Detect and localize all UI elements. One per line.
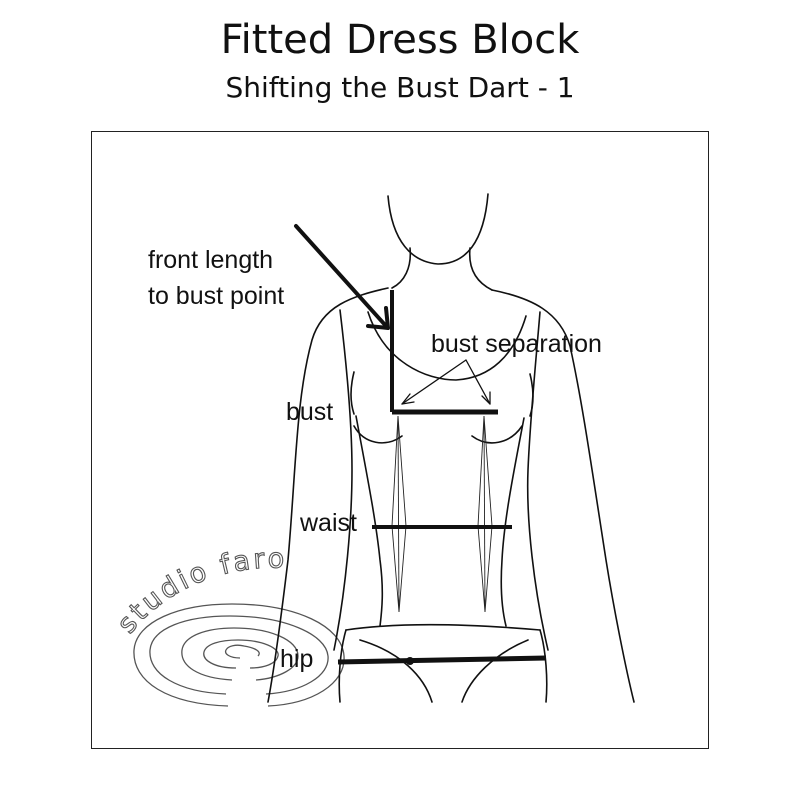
diagram-frame (91, 131, 709, 749)
left-torso-side (355, 415, 384, 627)
right-torso-side (500, 417, 525, 627)
pointer-arrows (294, 224, 491, 405)
bust-sep-arrow-right-head (481, 391, 491, 405)
left-leg-opening (359, 639, 433, 703)
hip-line (337, 655, 547, 665)
head-outline (387, 193, 489, 265)
left-dart-inner (397, 415, 400, 613)
bust-sep-arrow-left (401, 359, 467, 405)
bust-sep-arrow-left-head (401, 393, 415, 405)
neck-right (468, 247, 493, 291)
watermark-text: studio faro (111, 543, 287, 639)
left-armpit-mark (350, 371, 355, 415)
right-leg-opening (461, 639, 529, 703)
body-outline (267, 193, 635, 703)
label-front-length-line1: front length (148, 246, 274, 274)
fitting-darts (391, 415, 493, 613)
studio-watermark: studio faro (111, 543, 345, 707)
left-inner-arm (333, 309, 353, 651)
label-front-length-line2: to bust point (148, 282, 285, 310)
diagram-title: Fitted Dress Block (220, 17, 580, 63)
neckline (367, 311, 527, 381)
right-shoulder-arm (491, 289, 635, 703)
right-inner-arm (526, 311, 549, 651)
waistband (345, 623, 541, 631)
bust-sep-arrow-right (465, 359, 491, 405)
right-armpit-mark (529, 373, 534, 417)
right-dart-inner (483, 415, 486, 613)
label-waist: waist (300, 509, 357, 537)
measurement-lines (337, 290, 547, 665)
label-bust: bust (286, 398, 334, 426)
right-hip (539, 629, 548, 703)
hip-center-mark (406, 657, 414, 665)
label-bust-separation: bust separation (431, 330, 602, 358)
front-length-arrow-head (366, 306, 390, 330)
diagram-subtitle: Shifting the Bust Dart - 1 (225, 71, 575, 104)
left-hip (338, 629, 347, 703)
label-hip: hip (280, 645, 314, 673)
right-underbust (471, 425, 523, 444)
left-shoulder-arm (267, 287, 389, 703)
neck-left (391, 247, 412, 289)
front-length-arrow-shaft (294, 224, 388, 328)
